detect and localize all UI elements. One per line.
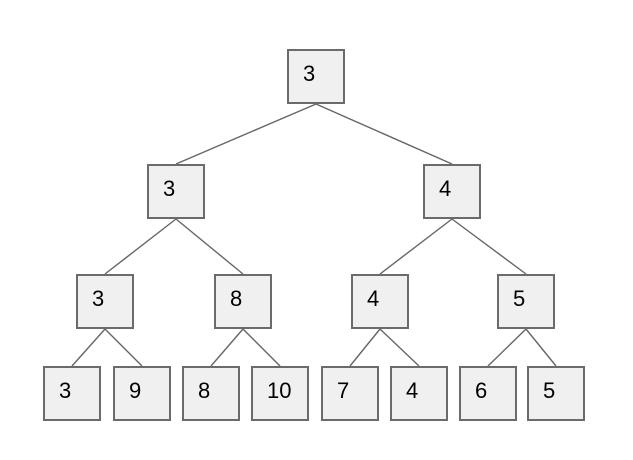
tree-edge: [210, 328, 244, 367]
tree-edge: [175, 218, 244, 275]
tree-node-label: 5: [543, 377, 556, 403]
tree-edge: [175, 103, 317, 165]
tree-node-label: 3: [59, 377, 72, 403]
tree-node-leaf1: 3: [43, 366, 101, 421]
tree-edge: [104, 328, 143, 367]
tree-node-label: 10: [267, 377, 292, 403]
tree-node-leaf7: 6: [459, 366, 517, 421]
tree-node-l3c: 4: [351, 274, 409, 329]
tree-node-leaf5: 7: [321, 366, 379, 421]
tree-node-label: 8: [230, 285, 243, 311]
tree-node-label: 3: [303, 60, 316, 86]
tree-edge: [525, 328, 557, 367]
tree-edge: [104, 218, 177, 275]
tree-node-l3a: 3: [76, 274, 134, 329]
tree-edge: [451, 218, 527, 275]
tree-node-leaf4: 10: [251, 366, 309, 421]
tree-node-leaf8: 5: [527, 366, 585, 421]
tree-edge: [379, 328, 420, 367]
tree-node-l2a: 3: [147, 164, 205, 219]
tree-node-l3d: 5: [497, 274, 555, 329]
tree-edge: [71, 328, 106, 367]
tree-edge: [349, 328, 381, 367]
tree-node-leaf2: 9: [113, 366, 171, 421]
tree-node-root: 3: [287, 49, 345, 104]
tree-node-l2b: 4: [423, 164, 481, 219]
tree-edge: [487, 328, 527, 367]
tree-node-label: 4: [439, 175, 452, 201]
tree-node-l3b: 8: [214, 274, 272, 329]
tree-node-label: 4: [367, 285, 380, 311]
tree-edge: [315, 103, 453, 165]
tree-node-label: 4: [406, 377, 419, 403]
tree-node-leaf6: 4: [390, 366, 448, 421]
tree-edge: [379, 218, 453, 275]
tree-node-label: 7: [337, 377, 350, 403]
tree-node-label: 6: [475, 377, 488, 403]
tree-node-label: 3: [92, 285, 105, 311]
tree-node-label: 8: [198, 377, 211, 403]
tree-edge: [242, 328, 281, 367]
tree-node-leaf3: 8: [182, 366, 240, 421]
tree-node-label: 5: [513, 285, 526, 311]
tree-node-label: 3: [163, 175, 176, 201]
tree-node-label: 9: [129, 377, 142, 403]
